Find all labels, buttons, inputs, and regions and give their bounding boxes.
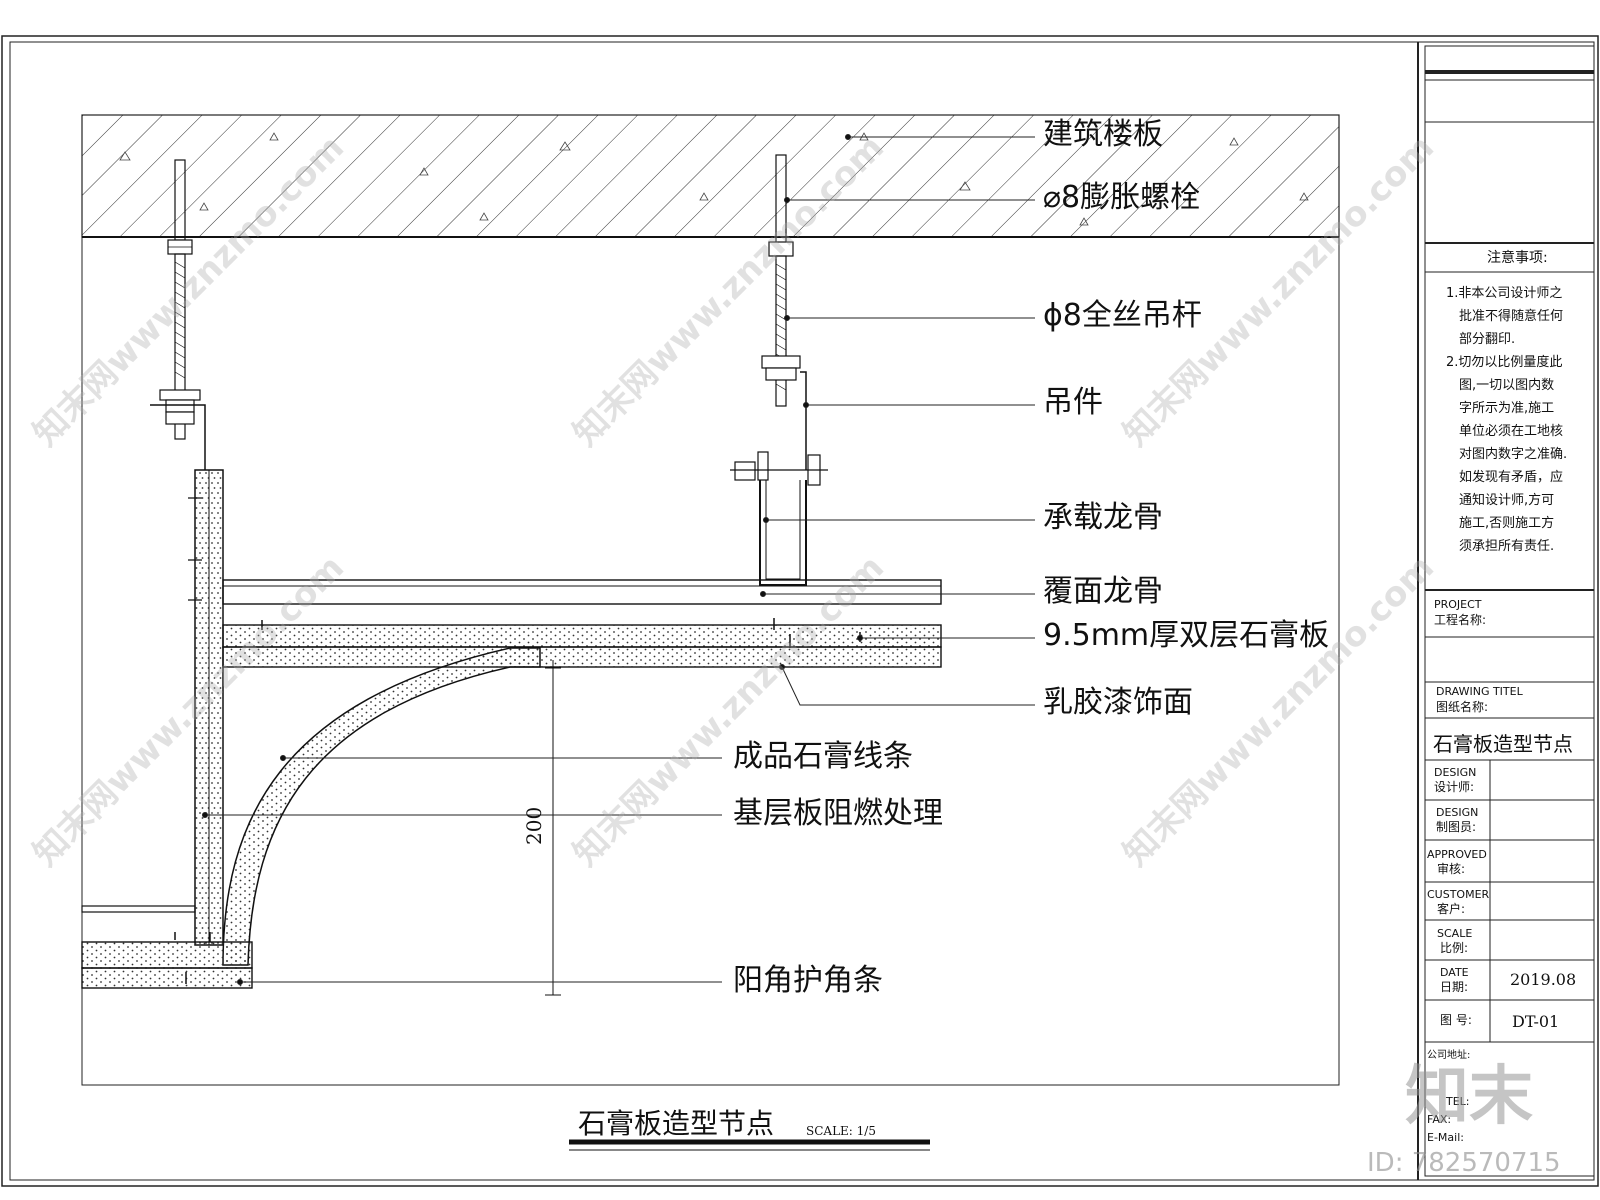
dimension-value: 200 <box>522 806 546 845</box>
note-line: 单位必须在工地核 <box>1459 424 1564 439</box>
center-hanger-assembly <box>730 154 828 586</box>
designer-label-cn: 设计师: <box>1434 780 1475 794</box>
project-label-en: PROJECT <box>1434 598 1482 611</box>
callout-cover-keel: 覆面龙骨 <box>1043 574 1163 609</box>
floor-slab <box>81 114 1340 238</box>
company-address-label: 公司地址: <box>1427 1050 1471 1061</box>
notes-heading: 注意事项: <box>1487 250 1548 266</box>
callout-gypsum-board: 9.5mm厚双层石膏板 <box>1043 618 1330 653</box>
callout-threaded-rod: ϕ8全丝吊杆 <box>1043 298 1202 333</box>
callout-corner-guard: 阳角护角条 <box>733 963 883 998</box>
note-line: 须承担所有责任. <box>1459 539 1555 554</box>
drawing-scale: SCALE: 1/5 <box>806 1124 876 1138</box>
callout-main-keel: 承载龙骨 <box>1043 500 1163 535</box>
drawing-title-value: 石膏板造型节点 <box>1433 732 1573 756</box>
watermark-id: ID: 782570715 <box>1367 1148 1561 1178</box>
note-line: 批准不得随意任何 <box>1459 309 1564 324</box>
slab-aggregate <box>119 132 1309 226</box>
approved-label-cn: 审核: <box>1437 862 1466 876</box>
vertical-base-board <box>188 469 224 946</box>
note-line: 2.切勿以比例量度此 <box>1446 355 1563 370</box>
callout-expansion-bolt: ⌀8膨胀螺栓 <box>1043 180 1201 215</box>
tel-label: TEL: <box>1446 1095 1470 1108</box>
note-line: 1.非本公司设计师之 <box>1446 286 1563 301</box>
drawing-title: 石膏板造型节点 <box>578 1107 775 1140</box>
note-line: 施工,否则施工方 <box>1459 516 1555 531</box>
lower-boards <box>81 905 253 989</box>
designer-label-en: DESIGN <box>1434 766 1477 779</box>
scale-label-cn: 比例: <box>1440 941 1469 955</box>
scale-label-en: SCALE <box>1437 927 1473 940</box>
date-value: 2019.08 <box>1510 970 1577 989</box>
callout-gypsum-molding: 成品石膏线条 <box>733 739 913 774</box>
drawing-title-label-cn: 图纸名称: <box>1436 700 1489 714</box>
callout-floor-slab: 建筑楼板 <box>1043 117 1163 152</box>
watermark-logo: 知末 <box>1405 1060 1533 1134</box>
drawing-no-label: 图 号: <box>1440 1013 1472 1027</box>
title-block-grid <box>1424 45 1595 1177</box>
outer-border <box>1 35 1599 1187</box>
drawing-no-value: DT-01 <box>1512 1012 1560 1031</box>
dimension-line <box>545 660 561 996</box>
callout-hanger: 吊件 <box>1043 385 1103 420</box>
customer-label-en: CUSTOMER <box>1427 888 1490 901</box>
fax-label: FAX: <box>1427 1113 1452 1126</box>
note-line: 部分翻印. <box>1459 332 1516 347</box>
note-line: 如发现有矛盾，应 <box>1459 470 1564 485</box>
email-label: E-Mail: <box>1427 1131 1464 1144</box>
note-line: 图,一切以图内数 <box>1459 378 1555 393</box>
drafter-label-en: DESIGN <box>1436 806 1479 819</box>
date-label-cn: 日期: <box>1440 980 1469 994</box>
ceiling-layers <box>222 579 942 668</box>
note-line: 字所示为准,施工 <box>1459 401 1555 416</box>
leader-lines <box>202 134 1035 985</box>
project-label-cn: 工程名称: <box>1434 613 1487 627</box>
left-hanger-assembly <box>150 159 206 470</box>
note-line: 对图内数字之准确. <box>1459 447 1568 462</box>
curved-gypsum-molding <box>222 647 541 966</box>
date-label-en: DATE <box>1440 966 1469 979</box>
drawing-title-label-en: DRAWING TITEL <box>1436 685 1523 698</box>
callout-latex-paint: 乳胶漆饰面 <box>1043 685 1193 720</box>
drafter-label-cn: 制图员: <box>1436 820 1477 834</box>
approved-label-en: APPROVED <box>1427 848 1487 861</box>
callout-fire-retardant-base: 基层板阻燃处理 <box>733 796 943 831</box>
note-line: 通知设计师,方可 <box>1459 493 1555 508</box>
customer-label-cn: 客户: <box>1437 902 1466 916</box>
